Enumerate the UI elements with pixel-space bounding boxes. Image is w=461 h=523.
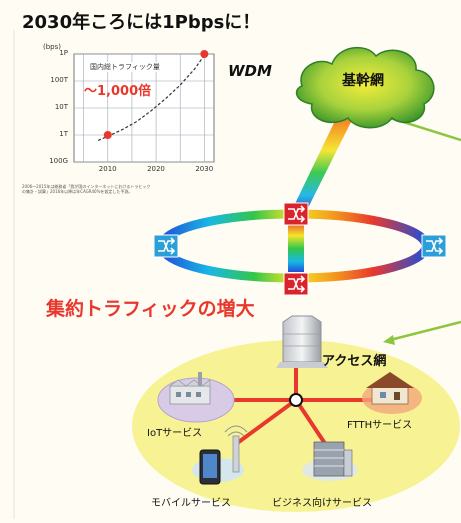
chart-y-tick-label: 1P <box>59 49 68 57</box>
backbone-cloud <box>295 46 435 129</box>
chart-x-tick-label: 2030 <box>195 165 214 173</box>
traffic-chart <box>73 50 215 163</box>
chart-data-point <box>103 131 112 139</box>
arrow-line-access <box>389 320 461 342</box>
ring-switch-bottom-icon <box>283 272 309 296</box>
chart-y-tick-label: 100T <box>50 76 68 84</box>
business-service-label: ビジネス向けサービス <box>272 498 372 509</box>
chart-series-line <box>97 55 205 141</box>
mobile-device-icon <box>192 425 248 485</box>
access-hub-node <box>289 393 303 407</box>
chart-title: 国内総トラフィック量 <box>88 62 162 72</box>
ring-switch-top-icon <box>283 202 309 226</box>
page-title: 2030年ころには1Pbpsに！ <box>22 12 261 33</box>
growth-annotation: 〜1,000倍 <box>84 84 152 99</box>
ftth-house-icon <box>362 372 422 414</box>
chart-y-tick-label: 10T <box>54 103 68 111</box>
chart-unit-label: (bps) <box>43 43 61 51</box>
chart-data-point <box>200 50 209 58</box>
iot-factory-icon <box>157 372 235 423</box>
wdm-label: WDM <box>228 62 272 80</box>
mobile-service-label: モバイルサービス <box>151 498 231 509</box>
backbone-label: 基幹網 <box>342 73 384 89</box>
ring-switch-right-icon <box>421 234 447 258</box>
aggregation-tower-icon <box>276 315 328 368</box>
access-network-label: アクセス網 <box>322 354 387 369</box>
business-building-icon <box>302 441 358 481</box>
chart-y-tick-label: 100G <box>49 157 68 165</box>
ring-vertical-link <box>288 220 304 272</box>
backbone-link-beam <box>291 100 362 212</box>
arrow-head-access <box>383 335 395 345</box>
ftth-service-label: FTTHサービス <box>347 420 413 431</box>
chart-x-tick-label: 2020 <box>147 165 165 173</box>
ring-switch-left-icon <box>153 234 179 258</box>
chart-y-tick-label: 1T <box>59 130 68 138</box>
chart-source-note: 2006〜2015年は総務省「我が国のインターネットにおけるトラヒックの集計・試… <box>22 184 151 194</box>
aggregation-traffic-label: 集約トラフィックの増大 <box>46 298 255 320</box>
iot-service-label: IoTサービス <box>147 428 203 439</box>
chart-x-tick-label: 2010 <box>98 165 117 173</box>
